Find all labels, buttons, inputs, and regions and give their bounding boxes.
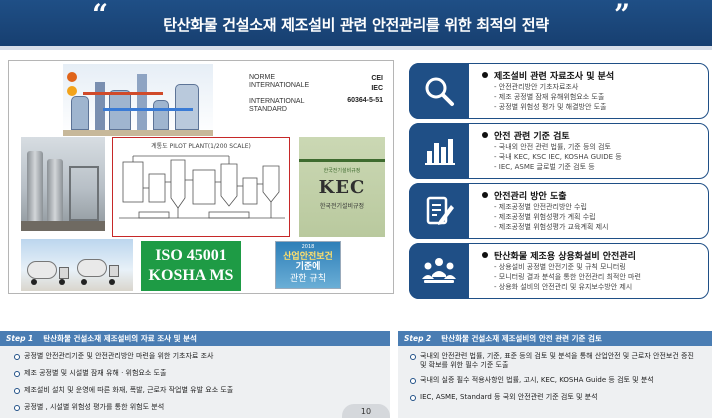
card-item-list: 안전관리방안 기초자료조사 제조 공정별 잠재 유해위험요소 도출 공정별 위험…: [494, 82, 607, 112]
list-item: 제조 공정별 및 시설별 잠재 유해 · 위험요소 도출: [14, 369, 233, 378]
card-title: 안전관리 방안 도출: [482, 189, 567, 202]
list-item: 제조설비 설치 및 운영에 따른 화재, 폭발, 근로자 작업별 유발 요소 도…: [14, 386, 233, 395]
list-item: IEC, ASME 글로벌 기준 검토 등: [494, 162, 622, 172]
list-item: 공정별 , 시설별 위험성 평가를 통한 위험도 분석: [14, 403, 233, 412]
pilot-plant-schematic: [119, 155, 285, 219]
list-item: 제조공정별 위험성평가 교육계획 제시: [494, 222, 609, 232]
list-item: 제조 공정별 잠재 유해위험요소 도출: [494, 92, 607, 102]
step2-header: Step 2 탄산화물 건설소재 제조설비의 안전 관련 기준 검토: [398, 331, 712, 346]
image-collage-panel: NORME INTERNATIONALE INTERNATIONAL STAND…: [8, 60, 394, 294]
list-item: 제조공정별 안전관리방안 수립: [494, 202, 608, 212]
step2-title: 탄산화물 건설소재 제조설비의 안전 관련 기준 검토: [441, 334, 602, 343]
list-item: 공정별 위험성 평가 및 해결방안 도출: [494, 102, 607, 112]
step1-header: Step 1 탄산화물 건설소재 제조설비의 자료 조사 및 분석: [0, 331, 390, 346]
title-banner: “ 탄산화물 건설소재 제조설비 관련 안전관리를 위한 최적의 전략 ”: [0, 0, 712, 50]
kec-small-text: 한국전기설비규정: [323, 168, 361, 174]
kosha-text: KOSHA MS: [148, 267, 234, 284]
book-cover: 2018 산업안전보건 기준에 관한 규칙: [275, 241, 341, 289]
close-quote-mark: ”: [614, 0, 631, 31]
step2-tag: Step 2: [404, 334, 432, 343]
card-safety-plan: 안전관리 방안 도출 제조공정별 안전관리방안 수립 제조공정별 위험성평가 계…: [409, 183, 709, 239]
list-item: 공정별 안전관리기준 및 안전관리방안 마련을 위한 기초자료 조사: [14, 352, 233, 361]
card-title: 탄산화물 제조용 상용화설비 안전관리: [482, 249, 636, 262]
iso-text: ISO 45001: [155, 247, 227, 264]
list-item: 국내 KEC, KSC IEC, KOSHA GUIDE 등: [494, 152, 622, 162]
step1-list: 공정별 안전관리기준 및 안전관리방안 마련을 위한 기초자료 조사 제조 공정…: [14, 352, 233, 418]
step2-list: 국내외 안전관련 법률, 기준, 표준 등의 검토 및 분석을 통해 산업안전 …: [410, 352, 700, 410]
list-item: 국내의 실증 필수 적용사항인 법률, 고시, KEC, KOSHA Guide…: [410, 376, 700, 385]
book-subtitle: 관한 규칙: [290, 274, 326, 284]
card-item-list: 상용설비 공정별 안전기준 및 규칙 모니터링 모니터링 결과 분석을 통한 안…: [494, 262, 641, 292]
pilot-plant-drawing: 계통도 PILOT PLANT(1/200 SCALE): [112, 137, 290, 237]
list-item: 안전관리방안 기초자료조사: [494, 82, 607, 92]
iso-45001-badge: ISO 45001 KOSHA MS: [141, 241, 241, 291]
kec-book-cover: 한국전기설비규정 KEC 한국전기설비규정: [299, 137, 385, 237]
list-item: IEC, ASME, Standard 등 국외 안전관련 기준 검토 및 분석: [410, 393, 700, 402]
book-title: 산업안전보건 기준에: [283, 252, 333, 272]
safety-rules-book-image: 2018 산업안전보건 기준에 관한 규칙: [273, 241, 383, 291]
card-item-list: 국내외 안전 관련 법률, 기준 등의 검토 국내 KEC, KSC IEC, …: [494, 142, 622, 172]
norme-code: CEI: [371, 75, 383, 82]
norme-text: INTERNATIONAL: [249, 98, 305, 105]
card-commercial-safety: 탄산화물 제조용 상용화설비 안전관리 상용설비 공정별 안전기준 및 규칙 모…: [409, 243, 709, 299]
norme-code: IEC: [371, 85, 383, 92]
step1-content: 공정별 안전관리기준 및 안전관리방안 마련을 위한 기초자료 조사 제조 공정…: [0, 346, 390, 418]
card-data-research: 제조설비 관련 자료조사 및 분석 안전관리방안 기초자료조사 제조 공정별 잠…: [409, 63, 709, 119]
list-item: 제조공정별 위험성평가 계획 수립: [494, 212, 608, 222]
list-item: 국내외 안전 관련 법률, 기준 등의 검토: [494, 142, 622, 152]
document-edit-icon: [409, 183, 469, 239]
norme-text: INTERNATIONALE: [249, 82, 310, 89]
kec-logo-text: KEC: [318, 177, 366, 198]
kec-subtitle: 한국전기설비규정: [319, 203, 365, 210]
list-item: 상용설비 공정별 안전기준 및 규칙 모니터링: [494, 262, 641, 272]
card-title: 제조설비 관련 자료조사 및 분석: [482, 69, 614, 82]
mixer-trucks-photo: [21, 239, 133, 291]
iec-standard-cover-image: NORME INTERNATIONALE INTERNATIONAL STAND…: [243, 66, 387, 138]
step1-title: 탄산화물 건설소재 제조설비의 자료 조사 및 분석: [43, 334, 197, 343]
magnifier-icon: [409, 63, 469, 119]
pilot-plant-caption: 계통도 PILOT PLANT(1/200 SCALE): [151, 143, 251, 150]
card-title: 안전 관련 기준 검토: [482, 129, 570, 142]
card-item-list: 제조공정별 안전관리방안 수립 제조공정별 위험성평가 계획 수립 제조공정별 …: [494, 202, 609, 232]
list-item: 국내외 안전관련 법률, 기준, 표준 등의 검토 및 분석을 통해 산업안전 …: [410, 352, 700, 370]
bar-chart-icon: [409, 123, 469, 179]
list-item: 상용화 설비의 안전관리 및 유지보수방안 제시: [494, 282, 641, 292]
factory-diagram-image: [63, 64, 213, 136]
page-number: 10: [342, 404, 390, 418]
list-item: 모니터링 결과 분석을 통한 안전관리 최적안 마련: [494, 272, 641, 282]
step1-tag: Step 1: [6, 334, 34, 343]
team-meeting-icon: [409, 243, 469, 299]
page-title: 탄산화물 건설소재 제조설비 관련 안전관리를 위한 최적의 전략: [163, 16, 549, 34]
concrete-plant-photo: [21, 137, 105, 231]
open-quote-mark: “: [92, 0, 109, 31]
norme-code: 60364-5-51: [347, 97, 383, 104]
book-year: 2018: [301, 244, 315, 250]
norme-text: NORME: [249, 74, 276, 81]
card-safety-standards: 안전 관련 기준 검토 국내외 안전 관련 법률, 기준 등의 검토 국내 KE…: [409, 123, 709, 179]
step2-content: 국내외 안전관련 법률, 기준, 표준 등의 검토 및 분석을 통해 산업안전 …: [398, 346, 712, 418]
norme-text: STANDARD: [249, 106, 287, 113]
